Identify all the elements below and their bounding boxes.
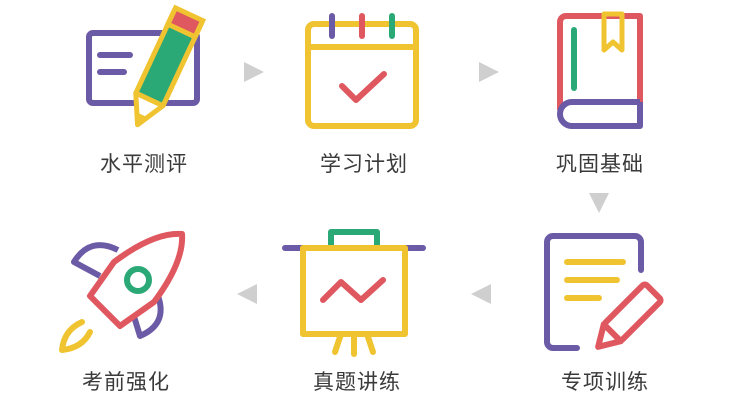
pencil-on-board-icon [86, 4, 207, 128]
step-study-plan: 学习计划 [284, 0, 444, 190]
step-consolidate-basics: 巩固基础 [520, 0, 680, 190]
step-special-training: 专项训练 [525, 222, 685, 404]
step-real-exam-practice: 真题讲练 [277, 222, 437, 404]
step-label: 真题讲练 [313, 370, 401, 394]
calendar-check-icon [305, 13, 419, 129]
notepad-pencil-icon [544, 233, 664, 351]
rocket-icon [59, 230, 186, 353]
arrow-right-icon [244, 62, 264, 82]
step-label: 水平测评 [100, 152, 188, 176]
arrow-down-icon [589, 193, 609, 213]
step-label: 巩固基础 [556, 152, 644, 176]
arrow-right-icon [479, 62, 499, 82]
step-label: 专项训练 [561, 370, 649, 394]
step-pre-exam-reinforcement: 考前强化 [46, 222, 206, 404]
presentation-board-icon [282, 229, 426, 357]
step-label: 学习计划 [320, 152, 408, 176]
arrow-left-icon [471, 284, 491, 304]
step-level-assessment: 水平测评 [64, 0, 224, 190]
book-bookmark-icon [557, 11, 643, 129]
arrow-left-icon [237, 284, 257, 304]
step-label: 考前强化 [82, 370, 170, 394]
